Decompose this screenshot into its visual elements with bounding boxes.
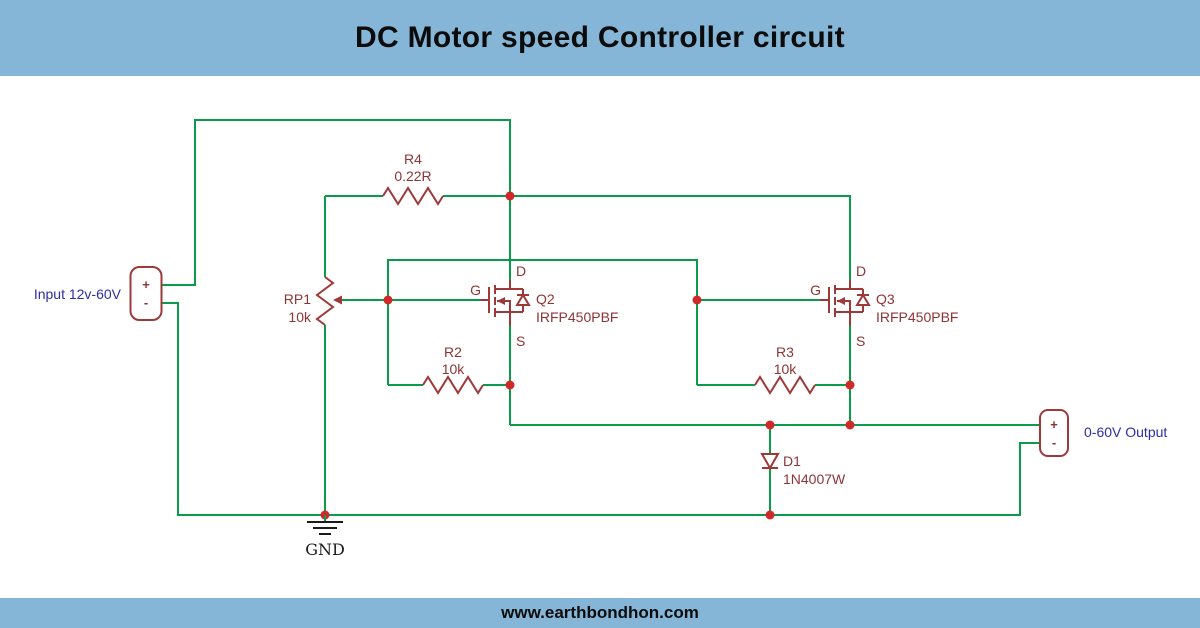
drain-link — [495, 280, 523, 290]
footer-band: www.earthbondhon.com — [0, 598, 1200, 628]
input-connector-body — [129, 266, 163, 321]
wire-rail-to-q3-drain — [510, 195, 851, 280]
ground-bars-icon — [307, 521, 343, 535]
mosfet-q3: G D S Q3 IRFP450PBF — [810, 263, 958, 349]
output-minus-label: - — [1052, 435, 1056, 450]
body-diode-icon — [515, 293, 531, 306]
resistor-zigzag — [754, 375, 816, 395]
pin-label-source: S — [856, 333, 865, 349]
component-value: 10k — [774, 361, 798, 377]
source-link — [495, 311, 523, 326]
resistor-r4: R4 0.22R — [382, 151, 444, 206]
input-plus-label: + — [142, 277, 150, 292]
junction-dot — [845, 420, 855, 430]
resistor-zigzag — [382, 186, 444, 206]
ground-symbol: GND — [305, 515, 345, 559]
mosfet-arrow-icon — [497, 297, 505, 305]
potentiometer-zigzag — [315, 276, 335, 326]
junction-dot — [845, 380, 855, 390]
junction-dot — [383, 295, 393, 305]
ground-label: GND — [305, 540, 345, 559]
junction-dot — [505, 380, 515, 390]
output-connector-body — [1039, 409, 1069, 457]
component-value: 10k — [288, 309, 312, 325]
body-diode-icon — [855, 293, 871, 306]
component-value: IRFP450PBF — [536, 309, 618, 325]
output-plus-label: + — [1050, 417, 1058, 432]
input-terminal: + - Input 12v-60V — [34, 266, 163, 321]
wire-bottom-rail — [161, 302, 1040, 516]
pin-label-drain: D — [516, 263, 526, 279]
junction-dots — [320, 191, 855, 520]
component-name: D1 — [783, 453, 801, 469]
diode-d1: D1 1N4007W — [760, 453, 846, 487]
diode-triangle-icon — [760, 453, 780, 471]
junction-dot — [692, 295, 702, 305]
component-value: 10k — [442, 361, 466, 377]
junction-dot — [765, 510, 775, 520]
wire-input-plus-top-rail — [161, 119, 511, 286]
wiper-arrow-icon — [333, 295, 342, 305]
component-name: Q2 — [536, 291, 555, 307]
circuit-canvas: R4 0.22R RP1 10k R2 10k R3 10k — [34, 119, 1167, 559]
input-minus-label: - — [144, 295, 148, 310]
mosfet-q2: G D S Q2 IRFP450PBF — [470, 263, 618, 349]
website-url: www.earthbondhon.com — [501, 603, 699, 622]
input-net-label: Input 12v-60V — [34, 286, 122, 302]
schematic-area: R4 0.22R RP1 10k R2 10k R3 10k — [0, 76, 1200, 598]
source-link — [835, 311, 863, 326]
pin-label-gate: G — [810, 282, 821, 298]
wire-gate-loop — [387, 259, 698, 385]
component-value: IRFP450PBF — [876, 309, 958, 325]
drain-link — [835, 280, 863, 290]
junction-dot — [505, 191, 515, 201]
potentiometer-rp1: RP1 10k — [284, 276, 342, 326]
page-title: DC Motor speed Controller circuit — [355, 21, 845, 54]
pin-label-gate: G — [470, 282, 481, 298]
output-net-label: 0-60V Output — [1084, 424, 1167, 440]
resistor-r2: R2 10k — [422, 344, 484, 395]
mosfet-arrow-icon — [837, 297, 845, 305]
header-band: DC Motor speed Controller circuit — [0, 0, 1200, 76]
resistor-zigzag — [422, 375, 484, 395]
component-value: 0.22R — [394, 168, 431, 184]
component-name: Q3 — [876, 291, 895, 307]
pin-label-source: S — [516, 333, 525, 349]
pin-label-drain: D — [856, 263, 866, 279]
component-name: R3 — [776, 344, 794, 360]
component-name: R4 — [404, 151, 422, 167]
output-terminal: + - 0-60V Output — [1039, 409, 1167, 457]
component-name: RP1 — [284, 291, 311, 307]
component-value: 1N4007W — [783, 471, 846, 487]
component-name: R2 — [444, 344, 462, 360]
wires — [161, 119, 1040, 516]
resistor-r3: R3 10k — [754, 344, 816, 395]
junction-dot — [765, 420, 775, 430]
